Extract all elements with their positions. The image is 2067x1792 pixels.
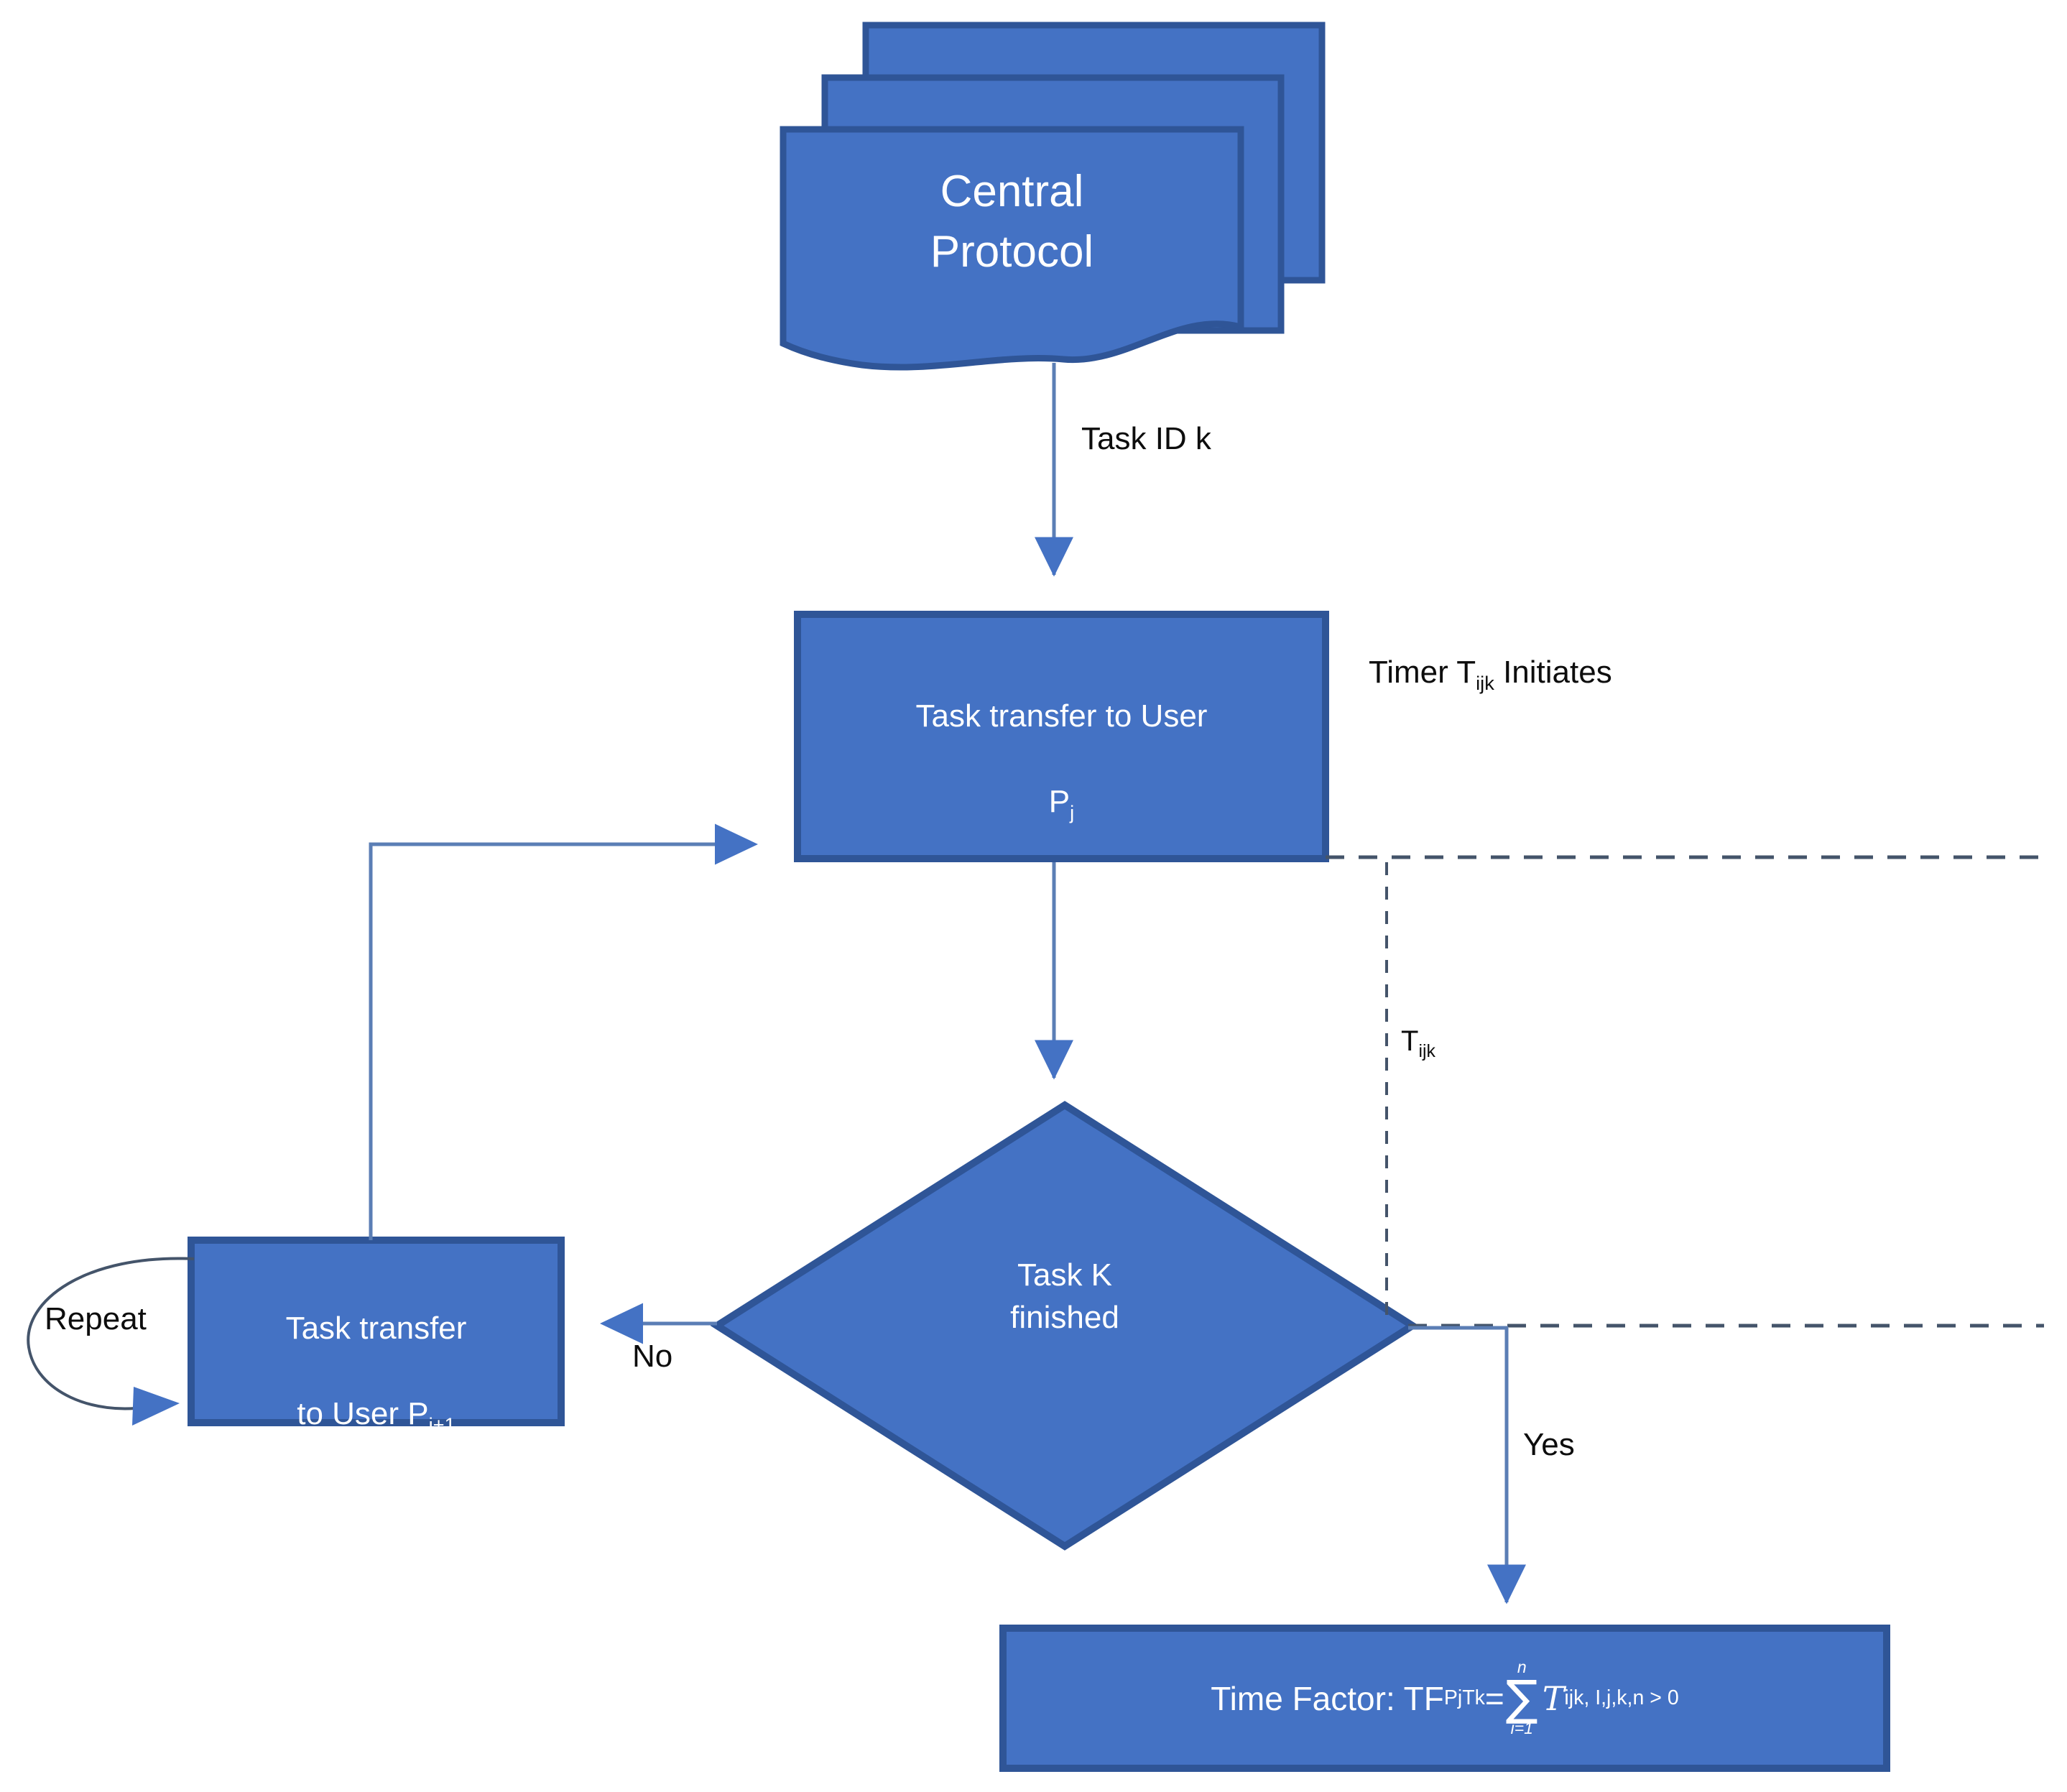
timer-initiates-prefix: Timer T xyxy=(1369,655,1476,690)
timer-initiates-sub: ijk xyxy=(1476,671,1494,694)
edge-decision-yes xyxy=(1408,1326,1526,1604)
sum-upper-limit: n xyxy=(1517,1657,1527,1676)
edge-label-repeat: Repeat xyxy=(45,1301,147,1336)
sum-lower-limit: i=1 xyxy=(1510,1719,1533,1738)
time-factor-summation: n ∑ i=1 xyxy=(1505,1657,1538,1738)
central-protocol-sheet-front xyxy=(780,126,1244,371)
timer-dashed-lines xyxy=(1326,855,2044,1328)
edge-label-no: No xyxy=(632,1339,673,1374)
timer-span-label: Tijk xyxy=(1401,1024,1435,1063)
edge-repeat-loop xyxy=(27,1257,195,1426)
timer-initiates-suffix: Initiates xyxy=(1494,655,1612,690)
node-central-protocol[interactable] xyxy=(780,22,1326,371)
timer-span-base: T xyxy=(1401,1025,1419,1057)
sigma-icon: ∑ xyxy=(1505,1669,1538,1726)
time-factor-equals: = xyxy=(1484,1679,1504,1717)
node-task-transfer-pj[interactable] xyxy=(794,611,1329,862)
time-factor-prefix: Time Factor: TF xyxy=(1211,1679,1444,1717)
edge-label-task-id-k: Task ID k xyxy=(1081,421,1211,456)
timer-initiates-label: Timer Tijk Initiates xyxy=(1369,654,1612,696)
edge-feedback-to-transfer xyxy=(369,823,758,1240)
edge-label-yes: Yes xyxy=(1523,1427,1575,1462)
node-task-k-finished[interactable] xyxy=(710,1101,1420,1551)
time-factor-prefix-sub: PjTk xyxy=(1443,1686,1485,1709)
timer-span-sub: ijk xyxy=(1418,1042,1435,1061)
time-factor-term-sub: ijk, I,j,k,n > 0 xyxy=(1564,1686,1679,1709)
time-factor-term-base: T xyxy=(1542,1678,1565,1718)
node-time-factor[interactable] xyxy=(999,1625,1890,1772)
node-task-transfer-pj1[interactable] xyxy=(188,1237,565,1426)
